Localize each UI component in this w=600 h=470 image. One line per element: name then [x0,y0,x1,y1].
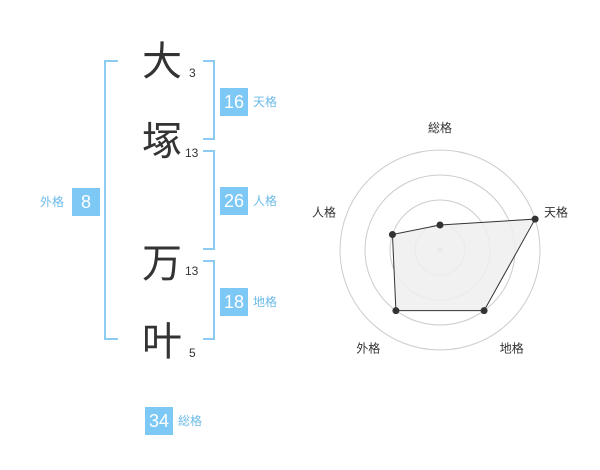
jinkaku-bracket [203,150,215,250]
radar-ring [339,149,541,351]
stroke-count-4: 5 [189,346,196,360]
name-char-1: 大 [142,39,182,85]
radar-axis-label-1: 総格 [428,120,452,135]
gaikaku-value: 8 [72,188,100,216]
soukaku-value: 34 [145,407,173,435]
jinkaku-label: 人格 [253,194,278,208]
tenkaku-value: 16 [220,88,248,116]
tenkaku-label: 天格 [253,95,278,109]
radar-point-5 [388,231,396,239]
jinkaku-value: 26 [220,187,248,215]
name-char-2: 塚 [142,119,182,165]
name-char-4: 叶 [142,319,182,365]
chikaku-bracket [203,260,215,340]
radar-axis-label-2: 天格 [544,204,568,219]
chikaku-value: 18 [220,288,248,316]
name-char-3: 万 [142,241,182,287]
soukaku-label: 総格 [178,414,203,428]
tenkaku-bracket [203,60,215,140]
chikaku-label: 地格 [253,295,278,309]
stroke-count-1: 3 [189,66,196,80]
radar-axis-label-5: 人格 [312,204,336,219]
radar-point-3 [480,307,488,315]
stroke-count-3: 13 [185,264,199,278]
radar-axis-label-4: 外格 [356,341,380,356]
radar-points [388,215,539,315]
radar-axis-label-3: 地格 [500,341,524,356]
radar-point-2 [531,215,539,223]
gaikaku-bracket [104,60,118,340]
radar-polygon [391,218,536,312]
stroke-count-2: 13 [185,146,199,160]
radar-point-1 [436,221,444,229]
radar-point-4 [392,307,400,315]
gaikaku-label: 外格 [40,195,65,209]
